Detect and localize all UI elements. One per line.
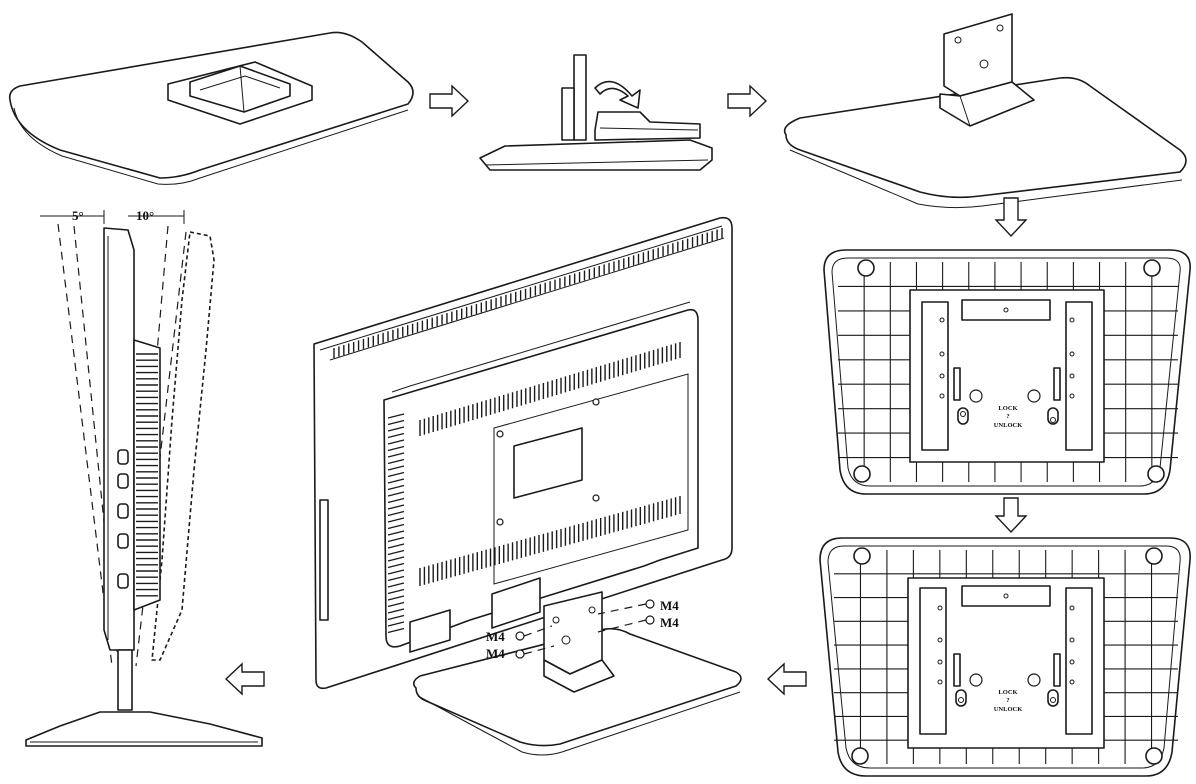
- rib-line: [387, 614, 405, 621]
- rib-line: [387, 536, 405, 543]
- unlock-label-upper: UNLOCK: [994, 422, 1023, 429]
- rib-line: [387, 419, 405, 426]
- rib-line: [387, 595, 405, 601]
- rib-line: [387, 439, 405, 445]
- step6-attach-stand-to-monitor: M4 M4 M4 M4: [313, 216, 742, 756]
- rib-line: [387, 504, 405, 510]
- rib-line: [387, 458, 405, 465]
- unlock-label-lower: UNLOCK: [994, 706, 1023, 713]
- rib-line: [387, 452, 405, 458]
- monitor-rear-vents-upper: [419, 342, 681, 436]
- monitor-side-vents: [387, 413, 405, 634]
- rib-line: [387, 510, 405, 517]
- rib-line: [387, 556, 405, 562]
- step2-unfold-neck: [479, 54, 713, 171]
- rib-line: [387, 478, 405, 484]
- rib-line: [387, 621, 405, 627]
- monitor-top-vents: [333, 228, 723, 358]
- rib-line: [387, 426, 405, 432]
- rib-line: [387, 530, 405, 536]
- step7-tilt-range: 5° 10°: [25, 208, 263, 747]
- rib-line: [387, 543, 405, 549]
- lock-label-upper: LOCK: [998, 405, 1017, 412]
- arrow-right-1: [429, 84, 470, 118]
- lock-separator-upper: ?: [1006, 413, 1009, 420]
- screw-label-m4-left-upper: M4: [486, 629, 505, 644]
- step5-base-underside-locked: LOCK ? UNLOCK: [819, 537, 1191, 777]
- rib-line: [387, 575, 405, 582]
- rib-line: [387, 413, 405, 419]
- screw-label-m4-right-upper: M4: [660, 598, 679, 613]
- lock-label-lower: LOCK: [998, 689, 1017, 696]
- arrow-down-1: [994, 197, 1028, 238]
- rib-line: [387, 569, 405, 575]
- arrow-left-1: [766, 662, 807, 696]
- rib-line: [387, 549, 405, 556]
- tilt-back-angle: 5°: [72, 208, 84, 223]
- rib-line: [387, 627, 405, 634]
- step1-folded-base: [8, 31, 414, 185]
- tilt-side-vents: [136, 353, 158, 597]
- rib-line: [387, 491, 405, 497]
- rib-line: [387, 445, 405, 452]
- step4-base-underside-unlocked: LOCK ? UNLOCK: [823, 249, 1191, 495]
- rib-line: [387, 582, 405, 588]
- rib-line: [387, 523, 405, 530]
- tilt-forward-angle: 10°: [136, 208, 154, 223]
- rib-line: [387, 484, 405, 491]
- rib-line: [387, 471, 405, 478]
- screw-label-m4-right-lower: M4: [660, 615, 679, 630]
- rib-line: [387, 432, 405, 439]
- arrow-down-2: [994, 497, 1028, 534]
- step3-upright-neck: [783, 13, 1187, 209]
- monitor-rear-vents-lower: [419, 496, 681, 586]
- rib-line: [387, 517, 405, 523]
- rib-line: [387, 465, 405, 471]
- screw-label-m4-left-lower: M4: [486, 646, 505, 661]
- rib-line: [387, 497, 405, 504]
- arrow-right-2: [727, 84, 768, 118]
- lock-separator-lower: ?: [1006, 697, 1009, 704]
- rib-line: [387, 562, 405, 569]
- rib-line: [387, 608, 405, 614]
- rib-line: [387, 601, 405, 608]
- arrow-left-2: [224, 662, 265, 696]
- rib-line: [387, 588, 405, 595]
